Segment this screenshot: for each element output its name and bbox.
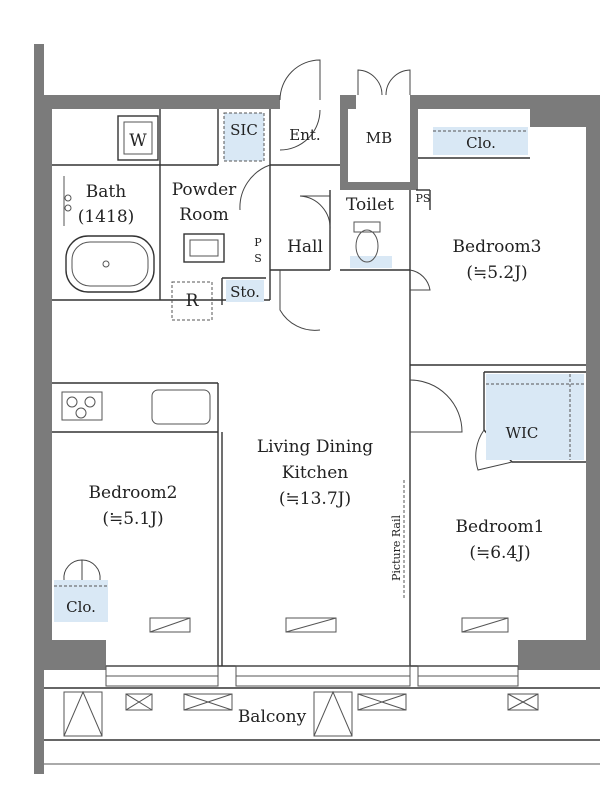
washer-icon: [117, 115, 159, 161]
fridge-space: [171, 281, 213, 321]
vent-icon: [183, 693, 233, 711]
balcony-label: Balcony: [238, 707, 307, 727]
mb-label: MB: [366, 129, 392, 147]
bedroom1-label: Bedroom1: [456, 517, 545, 537]
vent-icon: [507, 693, 539, 711]
hall-label: Hall: [287, 237, 323, 257]
bathtub: [65, 235, 155, 293]
powder-room-label-2: Room: [179, 205, 228, 225]
refrigerator-label: R: [186, 291, 200, 311]
stove-icon: [61, 391, 103, 421]
room-labels: Bath (1418) Powder Room SIC Ent. MB Clo.…: [66, 121, 544, 727]
balcony-area: [44, 665, 600, 765]
interior-walls: [52, 109, 586, 667]
picture-rail-label: Picture Rail: [390, 515, 403, 581]
entrance-label: Ent.: [289, 126, 320, 144]
closet-bedroom2-label: Clo.: [66, 598, 96, 616]
hatch-icon: [63, 690, 103, 737]
ldk-size: (≒13.7J): [279, 489, 351, 509]
aircon-icon: [461, 617, 509, 633]
bath-label: Bath: [86, 182, 126, 202]
kitchen-sink-icon: [151, 389, 211, 425]
bedroom2-label: Bedroom2: [89, 483, 178, 503]
toilet-icon: [353, 221, 381, 263]
bedroom3-label: Bedroom3: [453, 237, 542, 257]
shower-icon: [63, 176, 72, 226]
sic-label: SIC: [230, 121, 258, 139]
hatch-icon: [313, 690, 353, 737]
bedroom2-size: (≒5.1J): [102, 509, 163, 529]
bedroom1-size: (≒6.4J): [469, 543, 530, 563]
wic-label: WIC: [506, 424, 539, 442]
bath-size: (1418): [78, 207, 135, 227]
doors: [63, 59, 513, 581]
ps-top-label: PS: [416, 192, 431, 205]
ldk-label-2: Kitchen: [282, 463, 348, 483]
exterior-walls: [34, 44, 600, 774]
storage-label: Sto.: [230, 283, 260, 301]
closet-bedroom3-label: Clo.: [466, 134, 496, 152]
ldk-label-1: Living Dining: [257, 437, 373, 457]
ps-mid-label-1: P: [254, 236, 262, 249]
ps-mid-label-2: S: [254, 252, 262, 265]
washer-label: W: [129, 131, 147, 151]
powder-room-label-1: Powder: [172, 180, 237, 200]
toilet-label: Toilet: [346, 195, 394, 215]
bedroom3-size: (≒5.2J): [466, 263, 527, 283]
vanity-sink: [183, 233, 225, 263]
aircon-icon: [285, 617, 337, 633]
aircon-icon: [149, 617, 191, 633]
vent-icon: [125, 693, 153, 711]
vent-icon: [357, 693, 407, 711]
